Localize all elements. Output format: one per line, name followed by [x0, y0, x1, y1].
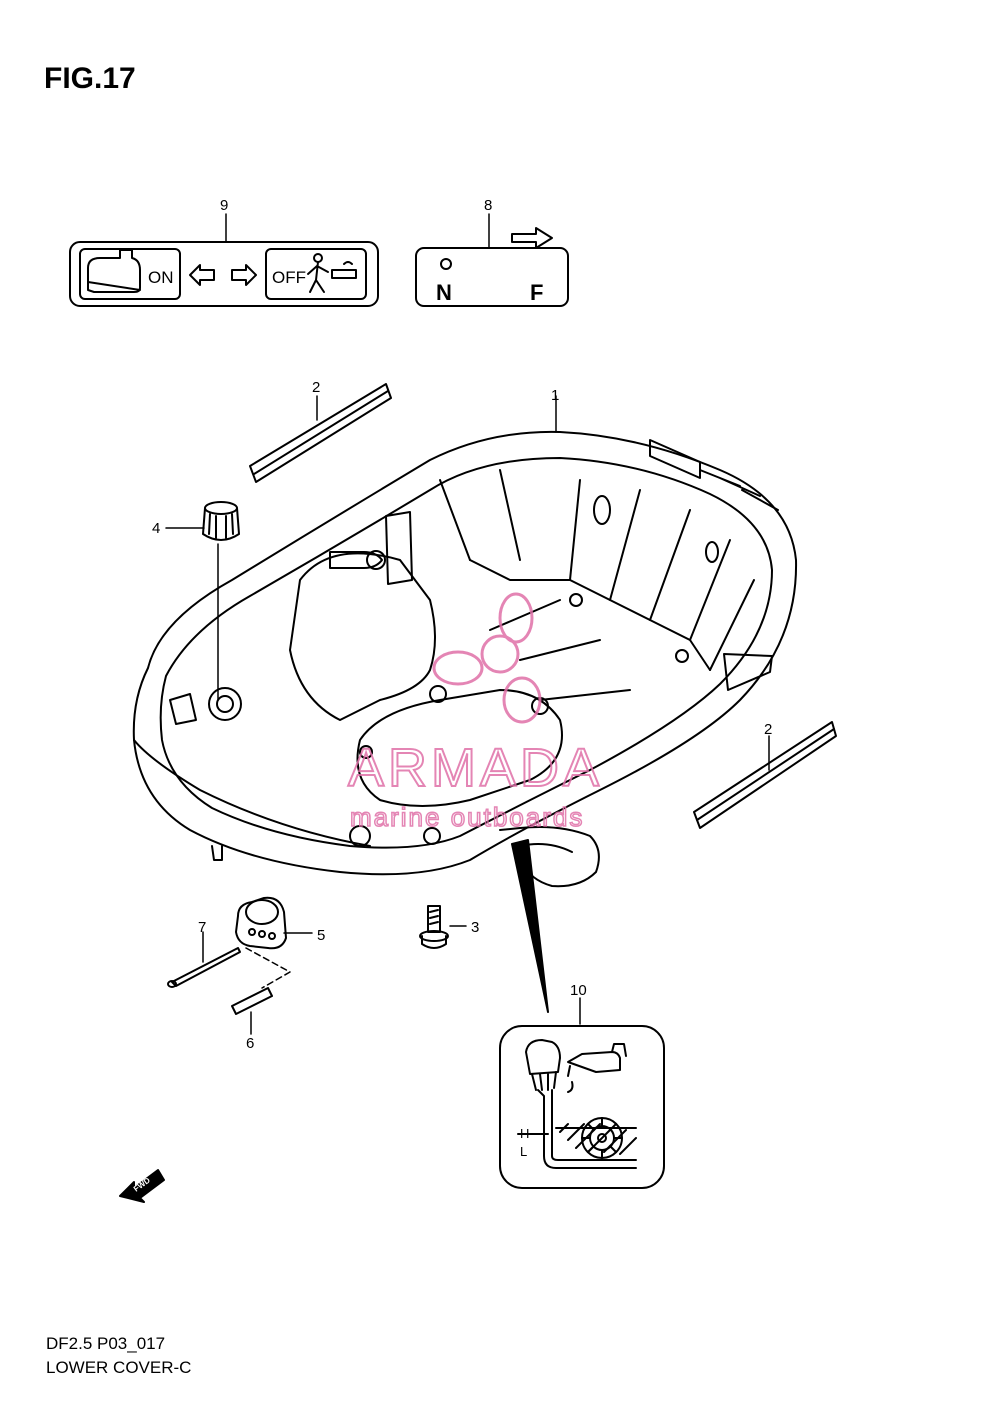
callout-2-top: 2: [312, 379, 320, 396]
part-7-cotter-pin: [167, 947, 241, 988]
figure-title: FIG.17: [44, 62, 136, 95]
callout-1: 1: [551, 387, 559, 404]
double-arrow-icon: [189, 264, 257, 286]
part-6-pin: [231, 987, 273, 1015]
callout-10: 10: [570, 982, 587, 999]
part-2-seal-strip-top: [249, 383, 392, 483]
part-5-clamp: [235, 896, 287, 950]
callout-9: 9: [220, 197, 228, 214]
callout-labels: 9 8 2 1 4 2 3 5 7 6 10: [152, 197, 772, 1052]
callout-5: 5: [317, 927, 325, 944]
decal-off-text: OFF: [272, 268, 306, 287]
watermark-tagline: marine outboards: [350, 802, 584, 832]
callout-3: 3: [471, 919, 479, 936]
decal-f-text: F: [530, 280, 543, 305]
part-10-oil-detail: [499, 1025, 665, 1189]
oil-level-high: H: [520, 1126, 529, 1141]
callout-4: 4: [152, 520, 160, 537]
part-2-seal-strip-right: [693, 721, 837, 829]
part-1-lower-cover: [132, 430, 798, 888]
detail-pointer: [511, 839, 549, 1013]
part-4-cap: [202, 501, 240, 541]
person-icon: [307, 253, 357, 293]
part-3-bolt: [419, 905, 449, 949]
watermark-brand: ARMADA: [348, 738, 603, 798]
callout-2-right: 2: [764, 721, 772, 738]
propeller-logo-icon: [432, 592, 542, 724]
callout-7: 7: [198, 919, 206, 936]
footer-diagram-name: LOWER COVER-C: [46, 1358, 192, 1377]
watermark: ARMADA marine outboards: [347, 592, 603, 833]
fwd-direction-marker: [119, 1169, 165, 1203]
callout-8: 8: [484, 197, 492, 214]
part-9-choke-decal: [69, 241, 379, 307]
footer-diagram-code: DF2.5 P03_017: [46, 1334, 166, 1353]
choke-knob-icon: [87, 249, 141, 293]
callout-6: 6: [246, 1035, 254, 1052]
decal-on-text: ON: [148, 268, 174, 287]
arrow-right-icon: [511, 227, 553, 249]
oil-level-low: L: [520, 1144, 527, 1159]
decal-n-text: N: [436, 280, 452, 305]
part-8-fuel-decal: [415, 227, 569, 307]
leader-lines: [165, 213, 770, 1035]
